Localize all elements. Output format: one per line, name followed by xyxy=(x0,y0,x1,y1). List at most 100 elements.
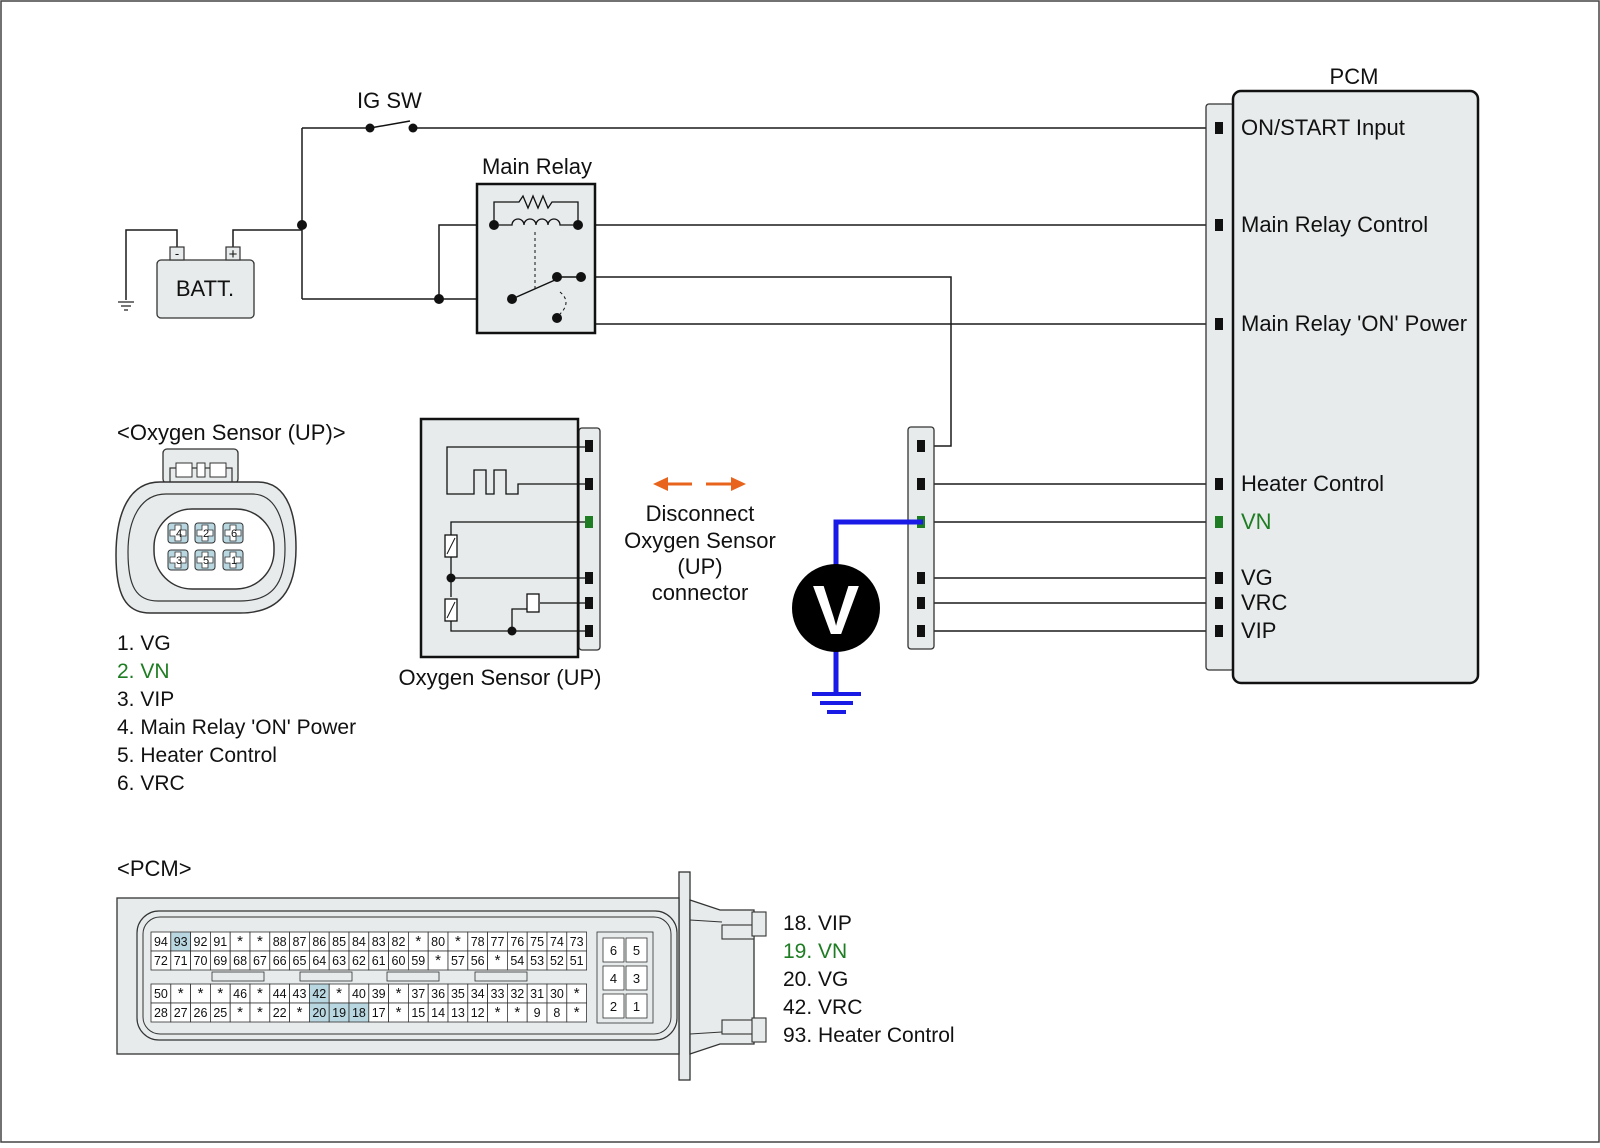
pcm-connector-pin-number: 15 xyxy=(411,1006,425,1020)
pcm-connector-pin: * xyxy=(487,950,508,971)
o2-face-pin-contact xyxy=(196,524,214,542)
pcm-connector-pin-number: * xyxy=(198,985,204,1002)
pcm-connector-pin-number: 78 xyxy=(471,935,485,949)
pcm-connector-pin-number: * xyxy=(217,985,223,1002)
pcm-pin-terminal xyxy=(1215,597,1223,609)
pcm-connector-pin-number: 86 xyxy=(312,935,326,949)
pcm-connector-pin: 92 xyxy=(190,931,211,952)
pcm-pin-label: Heater Control xyxy=(1241,471,1384,496)
pcm-connector-pin: 46 xyxy=(229,983,251,1004)
pcm-small-block-pin: 1 xyxy=(625,993,648,1019)
pcm-connector-pin: * xyxy=(249,1002,271,1023)
pcm-connector-pin-number: * xyxy=(574,1004,580,1021)
pcm-connector-pin: 20 xyxy=(308,1002,330,1023)
pcm-connector-pin-number: 13 xyxy=(451,1006,465,1020)
pcm-pin-label: ON/START Input xyxy=(1241,115,1405,140)
pcm-connector-pin: 54 xyxy=(506,950,528,971)
pcm-connector-pin-number: 26 xyxy=(194,1006,208,1020)
pcm-connector-pin: 34 xyxy=(467,983,488,1004)
pcm-connector-pin: 76 xyxy=(506,931,528,952)
pcm-connector-pin: 17 xyxy=(368,1002,389,1023)
pcm-connector-pin: * xyxy=(388,1002,409,1023)
pcm-connector-pin: 78 xyxy=(467,931,488,952)
pcm-pin-label: Main Relay Control xyxy=(1241,212,1428,237)
o2-face-pin-contact xyxy=(169,551,187,569)
battery-plus-label: + xyxy=(229,246,238,263)
pcm-connector-pin: 40 xyxy=(348,983,370,1004)
pcm-connector-pin-number: 9 xyxy=(534,1006,541,1020)
pcm-connector-pin-number: 92 xyxy=(194,935,208,949)
pcm-connector-pin: 85 xyxy=(328,931,350,952)
pcm-connector-pin-number: 94 xyxy=(154,935,168,949)
pcm-connector-pin-number: 17 xyxy=(372,1006,386,1020)
pcm-connector-pin-number: 39 xyxy=(372,987,386,1001)
pcm-small-block-pin-number: 4 xyxy=(610,971,617,986)
pcm-connector-pin-number: * xyxy=(396,1004,402,1021)
pcm-connector-key-slot xyxy=(299,971,353,982)
harness-pin xyxy=(917,625,925,637)
pcm-connector-pin: 71 xyxy=(170,950,192,971)
o2-face-pin-number: 3 xyxy=(176,555,182,567)
pcm-connector-key-slot xyxy=(211,971,265,982)
pcm-connector-pin: 35 xyxy=(447,983,469,1004)
oxygen-sensor-caption: Oxygen Sensor (UP) xyxy=(399,665,602,690)
pcm-connector-pin-number: 25 xyxy=(213,1006,227,1020)
pcm-small-block-pin: 3 xyxy=(625,965,648,991)
pcm-small-block-pin-number: 6 xyxy=(610,943,617,958)
pcm-connector-pin: 50 xyxy=(150,983,172,1004)
pcm-connector-cell xyxy=(566,950,587,971)
pcm-pin: VRC xyxy=(1215,590,1288,615)
pcm-connector-pin-number: 82 xyxy=(392,935,406,949)
pcm-connector-pin: 93 xyxy=(170,931,192,952)
pcm-connector-pin: 43 xyxy=(289,983,310,1004)
pcm-connector-pin-number: 93 xyxy=(174,935,188,949)
pcm-connector-pin-number: 52 xyxy=(550,954,564,968)
pcm-connector-pin-number: 32 xyxy=(510,987,524,1001)
pcm-connector-pin-number: 12 xyxy=(471,1006,485,1020)
pcm-connector-pin: 39 xyxy=(368,983,389,1004)
battery-label: BATT. xyxy=(176,276,234,301)
pcm-connector-cell xyxy=(566,1002,587,1023)
pcm-connector-pin: * xyxy=(190,983,211,1004)
sensor-pin xyxy=(585,516,593,528)
pcm-connector-pin: 61 xyxy=(368,950,389,971)
pcm-connector-pin: * xyxy=(170,983,192,1004)
pcm-connector-pin: 70 xyxy=(190,950,211,971)
pcm-connector-pin-number: 54 xyxy=(510,954,524,968)
pcm-connector-pin: * xyxy=(487,1002,508,1023)
pcm-legend-item: 20. VG xyxy=(783,968,848,991)
pcm-small-block-pin: 5 xyxy=(625,937,648,963)
pcm-connector-pin: * xyxy=(447,931,469,952)
pcm-connector-pin-number: 67 xyxy=(253,954,267,968)
pcm-connector-pin-number: 22 xyxy=(273,1006,287,1020)
sensor-pin xyxy=(585,440,593,452)
pcm-connector-pin: * xyxy=(506,1002,528,1023)
pcm-connector-pin-number: 85 xyxy=(332,935,346,949)
disconnect-line-1: Disconnect xyxy=(646,501,755,526)
voltmeter-symbol: V xyxy=(813,571,860,649)
oxygen-sensor-schematic: Oxygen Sensor (UP) xyxy=(399,417,602,690)
disconnect-arrows-icon xyxy=(653,477,746,491)
pcm-connector-pin-number: * xyxy=(435,952,441,969)
pcm-connector-pin: 59 xyxy=(407,950,429,971)
sensor-pin xyxy=(585,625,593,637)
pcm-small-block-cell xyxy=(602,937,625,963)
pcm-connector-pin-number: 62 xyxy=(352,954,366,968)
pcm-title: PCM xyxy=(1330,64,1379,89)
pcm-connector-pin: 9 xyxy=(526,1002,548,1023)
pcm-connector-pin-number: * xyxy=(257,985,263,1002)
pcm-connector-pin: 25 xyxy=(209,1002,231,1023)
disconnect-note: Disconnect Oxygen Sensor (UP) connector xyxy=(624,477,776,605)
pcm-connector-pin-number: 14 xyxy=(431,1006,445,1020)
junction-dots xyxy=(297,220,444,304)
o2-face-pin: 2 xyxy=(194,522,216,544)
pcm-pin-label: VN xyxy=(1241,509,1272,534)
pcm-connector-pin: 19 xyxy=(328,1002,350,1023)
pcm-connector-pin: 57 xyxy=(447,950,469,971)
pcm-connector-pin: 60 xyxy=(388,950,409,971)
pcm-connector-pin: 26 xyxy=(190,1002,211,1023)
pcm-connector-pin-number: * xyxy=(455,933,461,950)
pcm-connector-pin: * xyxy=(388,983,409,1004)
